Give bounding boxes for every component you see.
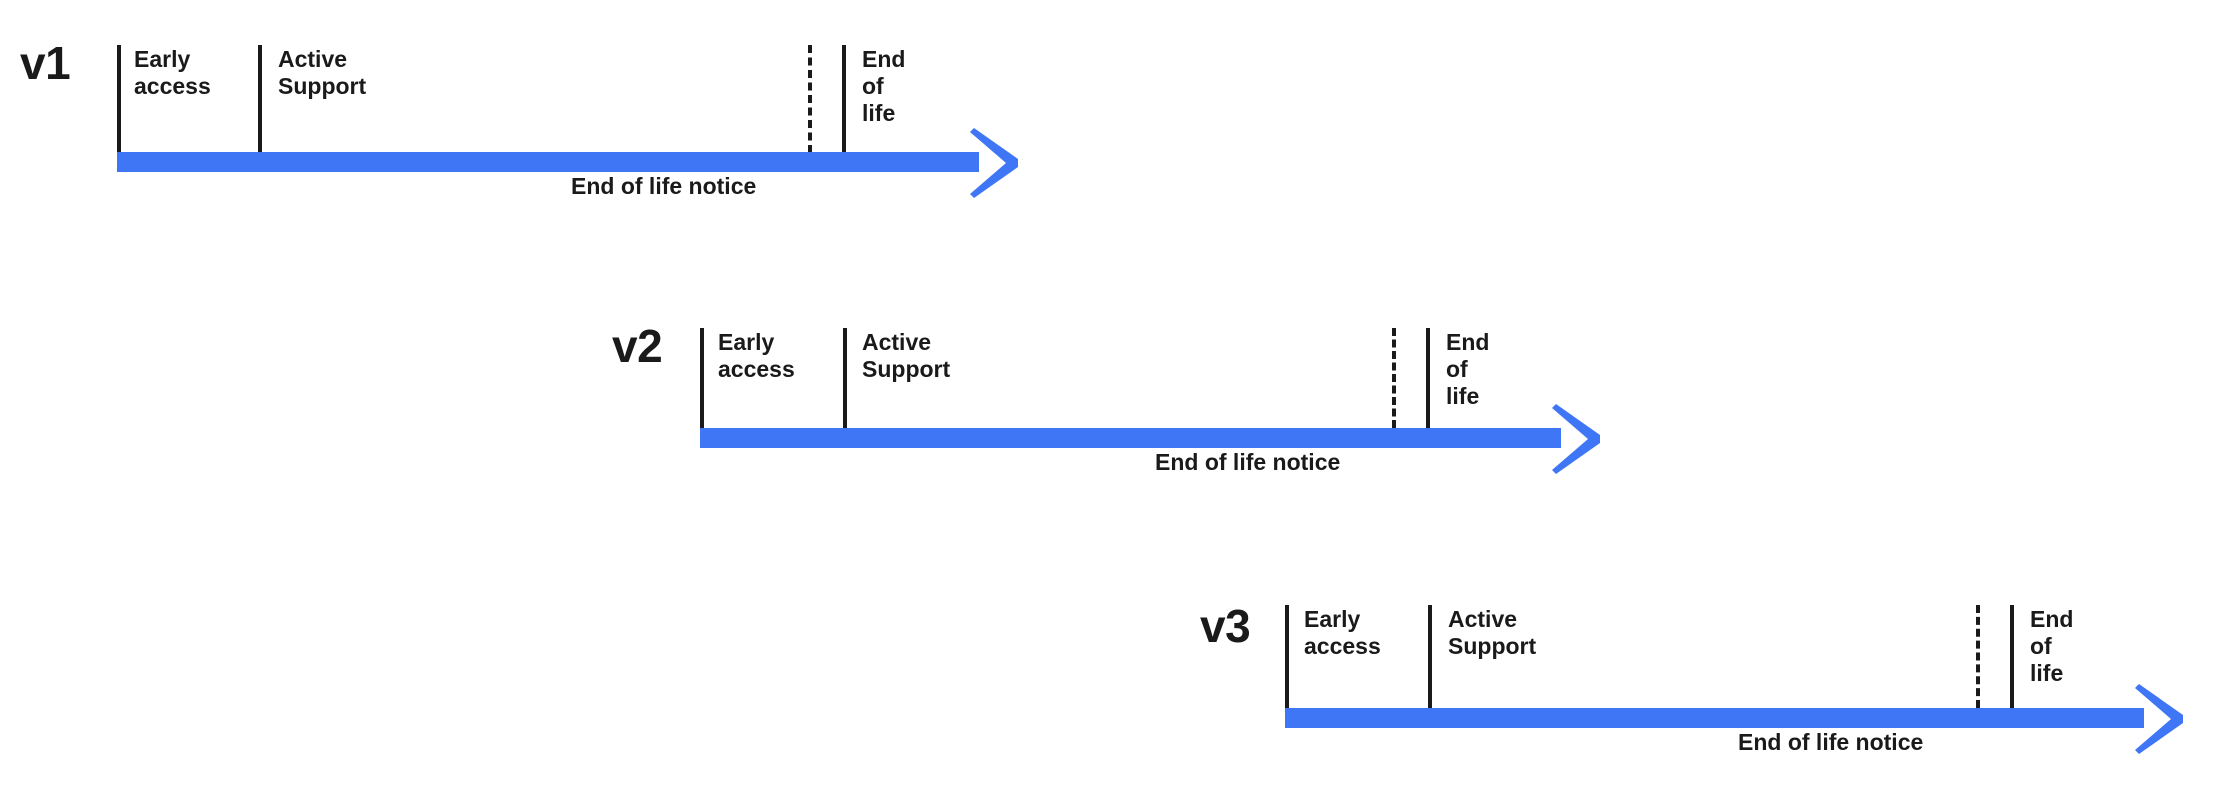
- lifecycle-bar-v3: [1285, 708, 2144, 728]
- phase-divider-early-access-start-v2: [700, 328, 704, 428]
- phase-label-active-support-v1: Active Support: [278, 46, 367, 100]
- phase-label-active-support-v2: Active Support: [862, 329, 951, 383]
- phase-label-end-of-life-v2: End of life: [1446, 329, 1490, 410]
- end-of-life-notice-label-v3: End of life notice: [1738, 729, 1924, 755]
- lifecycle-bar-v2: [700, 428, 1561, 448]
- end-of-life-notice-marker-v3: [1976, 605, 1980, 708]
- phase-divider-end-of-life-start-v3: [2010, 605, 2014, 708]
- phase-divider-active-support-start-v3: [1428, 605, 1432, 708]
- lifecycle-arrow-head-v1: [962, 128, 1022, 198]
- phase-label-early-access-v2: Early access: [718, 329, 795, 383]
- end-of-life-notice-marker-v2: [1392, 328, 1396, 428]
- phase-divider-early-access-start-v3: [1285, 605, 1289, 708]
- phase-divider-end-of-life-start-v1: [842, 45, 846, 153]
- end-of-life-notice-marker-v1: [808, 45, 812, 153]
- phase-divider-end-of-life-start-v2: [1426, 328, 1430, 428]
- phase-divider-active-support-start-v2: [843, 328, 847, 428]
- phase-label-early-access-v1: Early access: [134, 46, 211, 100]
- lifecycle-arrow-head-v3: [2127, 684, 2187, 754]
- lifecycle-arrow-head-v2: [1544, 404, 1604, 474]
- phase-label-active-support-v3: Active Support: [1448, 606, 1537, 660]
- lifecycle-bar-v1: [117, 152, 979, 172]
- end-of-life-notice-label-v1: End of life notice: [571, 173, 757, 199]
- phase-divider-active-support-start-v1: [258, 45, 262, 153]
- phase-divider-early-access-start-v1: [117, 45, 121, 153]
- version-label-v3: v3: [1200, 600, 1251, 652]
- end-of-life-notice-label-v2: End of life notice: [1155, 449, 1341, 475]
- version-label-v2: v2: [612, 320, 663, 372]
- version-label-v1: v1: [20, 37, 71, 89]
- phase-label-end-of-life-v3: End of life: [2030, 606, 2074, 687]
- phase-label-early-access-v3: Early access: [1304, 606, 1381, 660]
- phase-label-end-of-life-v1: End of life: [862, 46, 906, 127]
